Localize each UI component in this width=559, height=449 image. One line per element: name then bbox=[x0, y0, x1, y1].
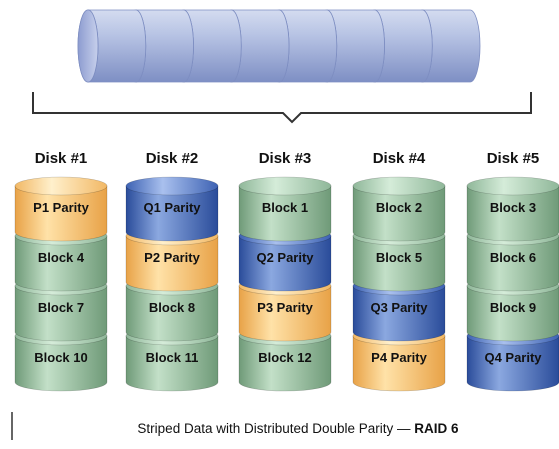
block-label: Q4 Parity bbox=[484, 350, 542, 365]
caption-emphasis: RAID 6 bbox=[414, 421, 459, 436]
block-label: Q1 Parity bbox=[143, 200, 201, 215]
disk-block-cell: P1 Parity bbox=[14, 176, 108, 242]
disk-column: Disk #2 Block 11 Block 8 P2 Parity Q1 Parity bbox=[125, 150, 219, 392]
volume-end-face bbox=[77, 9, 99, 83]
block-label: Block 1 bbox=[262, 200, 308, 215]
block-label: Block 6 bbox=[490, 250, 536, 265]
disk-block-cell: Q3 Parity bbox=[352, 276, 446, 342]
block-label: P1 Parity bbox=[33, 200, 89, 215]
disk-column: Disk #3 Block 12 P3 Parity Q2 Parity Block 1 bbox=[238, 150, 332, 392]
block-label: Block 8 bbox=[149, 300, 195, 315]
block-label: Q3 Parity bbox=[370, 300, 428, 315]
block-label: Block 4 bbox=[38, 250, 85, 265]
disk-title: Disk #4 bbox=[373, 150, 426, 167]
disk-title: Disk #1 bbox=[35, 150, 88, 167]
block-label: Block 10 bbox=[34, 350, 87, 365]
disk-column: Disk #1 Block 10 Block 7 Block 4 P1 Parity bbox=[14, 150, 108, 392]
block-label: P4 Parity bbox=[371, 350, 427, 365]
disk-block-cell: Q1 Parity bbox=[125, 176, 219, 242]
volume-bracket bbox=[32, 92, 532, 124]
disk-column: Disk #5 Q4 Parity Block 9 Block 6 Block 3 bbox=[466, 150, 559, 392]
block-label: Block 3 bbox=[490, 200, 536, 215]
block-label: Block 7 bbox=[38, 300, 84, 315]
disk-block-cell: Q4 Parity bbox=[466, 326, 559, 392]
block-label: Block 2 bbox=[376, 200, 422, 215]
caption: Striped Data with Distributed Double Par… bbox=[137, 421, 459, 436]
caption-text: Striped Data with Distributed Double Par… bbox=[137, 421, 414, 436]
logical-volume-cylinder bbox=[77, 9, 481, 83]
disk-title: Disk #3 bbox=[259, 150, 312, 167]
disk-block-cell: Block 1 bbox=[238, 176, 332, 242]
disk-block-cell: Block 3 bbox=[466, 176, 559, 242]
block-label: P2 Parity bbox=[144, 250, 200, 265]
block-label: Q2 Parity bbox=[256, 250, 314, 265]
block-label: Block 12 bbox=[258, 350, 311, 365]
block-label: Block 9 bbox=[490, 300, 536, 315]
disk-title: Disk #2 bbox=[146, 150, 199, 167]
disk-column: Disk #4 P4 Parity Q3 Parity Block 5 Block 2 bbox=[352, 150, 446, 392]
block-label: Block 5 bbox=[376, 250, 422, 265]
block-label: P3 Parity bbox=[257, 300, 313, 315]
block-label: Block 11 bbox=[146, 350, 199, 365]
disk-title: Disk #5 bbox=[487, 150, 540, 167]
disk-block-cell: Block 2 bbox=[352, 176, 446, 242]
